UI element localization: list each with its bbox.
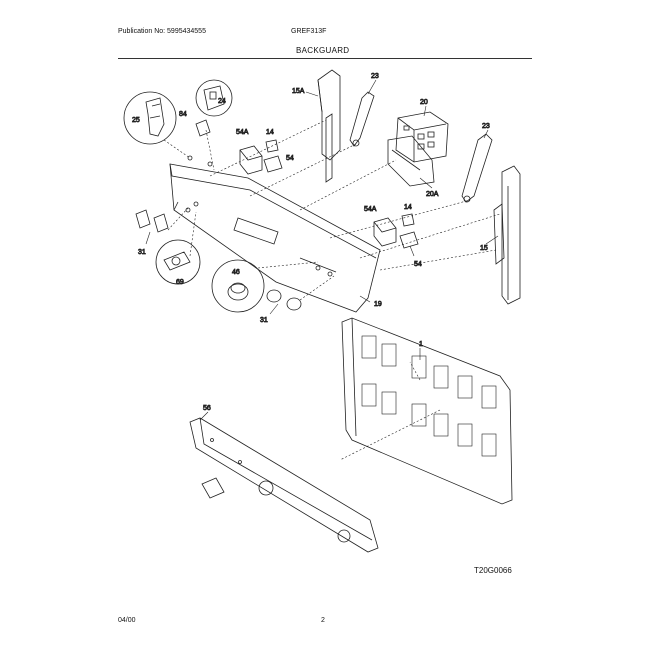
footer-date: 04/00 — [118, 617, 136, 624]
footer-page-number: 2 — [321, 617, 325, 624]
knobs-31-left — [135, 209, 169, 233]
callout-54-mid: 54 — [414, 261, 422, 268]
timer-module-20 — [395, 111, 449, 163]
knobs-31-bottom — [266, 289, 302, 311]
switch-25 — [123, 91, 177, 145]
callout-46: 46 — [232, 269, 240, 276]
end-panel-15 — [493, 165, 521, 305]
end-panel-15a — [317, 69, 341, 183]
model-number: GREF313F — [291, 28, 327, 35]
callout-54a-top: 54A — [236, 129, 249, 136]
callout-15: 15 — [480, 245, 488, 252]
callout-20: 20 — [420, 99, 428, 106]
callout-14-mid: 14 — [404, 204, 412, 211]
callout-25: 25 — [132, 117, 140, 124]
callout-24: 24 — [218, 98, 226, 105]
header-rule — [118, 58, 532, 59]
overlay-20a — [387, 135, 435, 187]
callout-20a: 20A — [426, 191, 439, 198]
callout-54-top: 54 — [286, 155, 294, 162]
callout-31-left: 31 — [138, 249, 146, 256]
callout-19: 19 — [374, 301, 382, 308]
callout-84: 84 — [179, 111, 187, 118]
callout-leaders — [145, 79, 499, 421]
callout-23-top: 23 — [371, 73, 379, 80]
callout-56: 56 — [203, 405, 211, 412]
callout-1: 1 — [419, 341, 423, 348]
backguard-panel-19 — [169, 155, 381, 313]
callout-69: 69 — [176, 279, 184, 286]
callout-31-bottom: 31 — [260, 317, 268, 324]
leader-lines — [163, 119, 501, 461]
section-title: BACKGUARD — [296, 46, 350, 55]
callout-14-top: 14 — [266, 129, 274, 136]
switch-24 — [195, 79, 233, 117]
terminal-54-top — [263, 155, 283, 173]
part-46 — [211, 259, 265, 313]
publication-number: Publication No: 5995434555 — [118, 28, 206, 35]
terminal-54a-mid — [373, 217, 397, 247]
terminal-54a-top — [239, 145, 263, 175]
callout-54a-mid: 54A — [364, 206, 377, 213]
bracket-23-right — [461, 133, 493, 203]
part-14-mid — [401, 213, 415, 227]
callout-15a: 15A — [292, 88, 305, 95]
terminal-54-mid — [399, 231, 419, 249]
part-84 — [195, 119, 211, 137]
part-69 — [155, 239, 201, 285]
rear-cover-1 — [341, 317, 513, 505]
part-14-top — [265, 139, 279, 153]
lower-panel-56 — [189, 417, 379, 553]
callout-23-right: 23 — [482, 123, 490, 130]
diagram-reference-code: T20G0066 — [474, 566, 512, 575]
bracket-23-top — [349, 91, 375, 147]
